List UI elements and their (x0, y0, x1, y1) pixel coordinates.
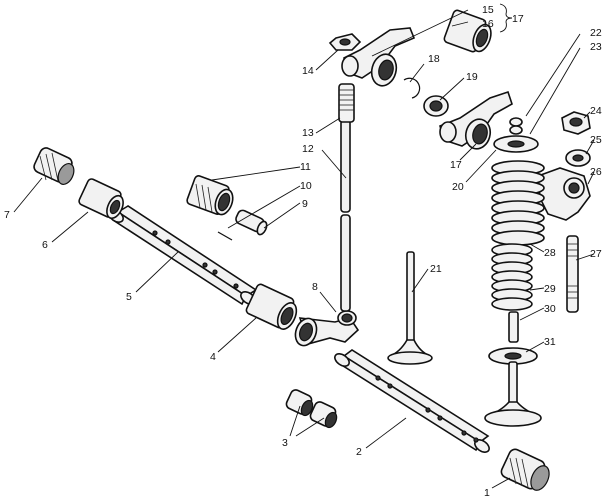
push-rod-12 (340, 119, 351, 312)
outer-valve-spring-28 (491, 160, 545, 246)
label-27: 27 (590, 248, 602, 260)
label-26: 26 (590, 166, 602, 178)
label-11: 11 (300, 161, 311, 173)
label-25: 25 (590, 134, 602, 146)
stud-27 (566, 235, 579, 313)
rocker-bracket-26 (537, 167, 591, 221)
rocker-shaft-lower (334, 349, 490, 453)
label-2: 2 (356, 446, 362, 458)
label-12: 12 (302, 143, 314, 155)
valve-21 (387, 251, 433, 365)
label-31: 31 (544, 336, 556, 348)
washer-19 (423, 95, 449, 117)
label-29: 29 (544, 283, 556, 295)
nut-24 (561, 111, 591, 135)
label-15: 15 (482, 4, 494, 16)
label-28: 28 (544, 247, 556, 259)
label-13: 13 (302, 127, 314, 139)
label-23: 23 (590, 41, 602, 53)
spacer-4 (245, 283, 298, 330)
label-3: 3 (282, 437, 288, 449)
label-17: 17 (450, 159, 462, 171)
label-10: 10 (300, 180, 312, 192)
washer-25 (565, 149, 591, 167)
label-24: 24 (590, 105, 602, 117)
leader-lines (13, 3, 595, 489)
label-5: 5 (126, 291, 132, 303)
label-1: 1 (484, 487, 490, 499)
label-8: 8 (312, 281, 318, 293)
retaining-ring-18 (403, 77, 421, 99)
valve-right (484, 361, 542, 427)
label-18: 18 (428, 53, 440, 65)
label-20: 20 (452, 181, 464, 193)
inner-valve-spring-29 (491, 243, 533, 311)
label-9: 9 (302, 198, 308, 210)
label-22: 22 (590, 27, 602, 39)
pin-9 (217, 231, 233, 241)
rocker-arm-17 (439, 90, 513, 150)
nut-14 (328, 33, 362, 51)
adjusting-screw-13 (338, 83, 355, 123)
part-labels: 1 2 3 4 5 6 7 8 9 10 11 12 13 14 15 16 1… (4, 4, 602, 499)
bushings-3 (285, 389, 338, 429)
end-plug-1 (500, 448, 550, 491)
label-19: 19 (466, 71, 478, 83)
label-4: 4 (210, 351, 216, 363)
bushing-11 (186, 175, 234, 216)
end-plug-7 (33, 147, 75, 185)
label-6: 6 (42, 239, 48, 251)
rocker-shaft-upper (108, 205, 258, 306)
label-14: 14 (302, 65, 314, 77)
bushing-16 (443, 9, 492, 53)
label-30: 30 (544, 303, 556, 315)
valve-guide-30 (508, 311, 519, 343)
valve-keepers-22 (509, 117, 523, 135)
pin-10 (235, 209, 268, 236)
label-17-top: 17 (512, 13, 524, 25)
rocker-arm-lower-8 (294, 310, 360, 347)
spacer-6 (78, 178, 124, 220)
label-21: 21 (430, 263, 442, 275)
label-16: 16 (482, 18, 494, 30)
label-7: 7 (4, 209, 10, 221)
spring-retainer-20 (493, 135, 539, 153)
